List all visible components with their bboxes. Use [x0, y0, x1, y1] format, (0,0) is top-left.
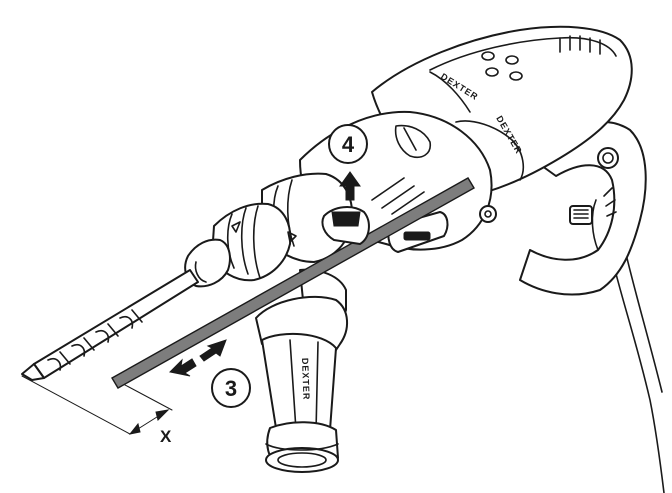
callout-step-3: 3	[211, 368, 251, 408]
chuck-assembly	[184, 172, 354, 288]
brand-logo-handle: DEXTER	[300, 358, 311, 401]
rear-handle	[519, 120, 647, 296]
switch-lock-button	[597, 147, 619, 169]
depth-stop-rod	[111, 177, 475, 389]
callout-step-4: 4	[328, 124, 368, 164]
step-4-label: 4	[342, 132, 355, 157]
trigger	[569, 205, 593, 225]
step-3-label: 3	[225, 376, 237, 401]
drill-bit	[21, 269, 199, 381]
power-cord	[611, 253, 665, 493]
adjust-arrows	[168, 171, 361, 377]
dimension-x-marker: X	[21, 375, 173, 446]
dimension-x-label: X	[160, 427, 172, 446]
double-arrow-icon	[168, 358, 197, 377]
up-arrow-icon	[339, 171, 361, 201]
